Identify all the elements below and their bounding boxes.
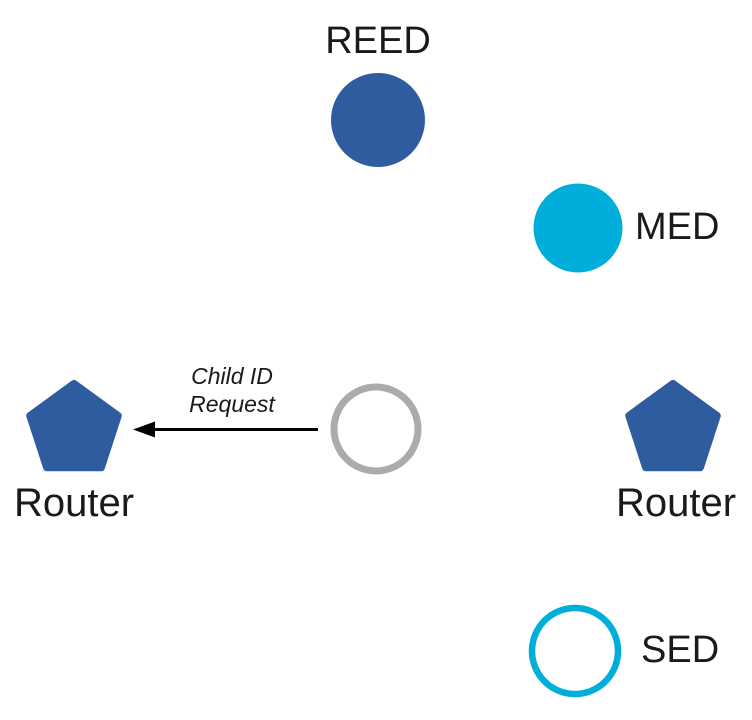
router-left-label: Router bbox=[13, 481, 135, 525]
router-right-pentagon-icon bbox=[625, 380, 721, 472]
med-node-circle-icon bbox=[533, 183, 623, 273]
filled-circle-icon bbox=[331, 73, 425, 167]
outlined-circle-icon bbox=[330, 383, 422, 475]
router-right-label: Router bbox=[615, 481, 737, 525]
pentagon-icon bbox=[625, 380, 721, 472]
sed-node-label: SED bbox=[641, 629, 720, 671]
joiner-node-circle-icon bbox=[330, 383, 422, 475]
outlined-circle-icon bbox=[528, 604, 622, 698]
med-node-label: MED bbox=[635, 206, 720, 248]
reed-node-circle-icon bbox=[331, 73, 425, 167]
pentagon-icon bbox=[26, 380, 122, 472]
sed-node-circle-icon bbox=[528, 604, 622, 698]
child-id-request-label: Child ID Request bbox=[189, 363, 275, 417]
filled-circle-icon bbox=[533, 183, 623, 273]
router-left-pentagon-icon bbox=[26, 380, 122, 472]
child-id-request-arrow-icon bbox=[133, 421, 318, 438]
arrow-head-left bbox=[133, 421, 155, 438]
reed-node-label: REED bbox=[325, 20, 431, 62]
